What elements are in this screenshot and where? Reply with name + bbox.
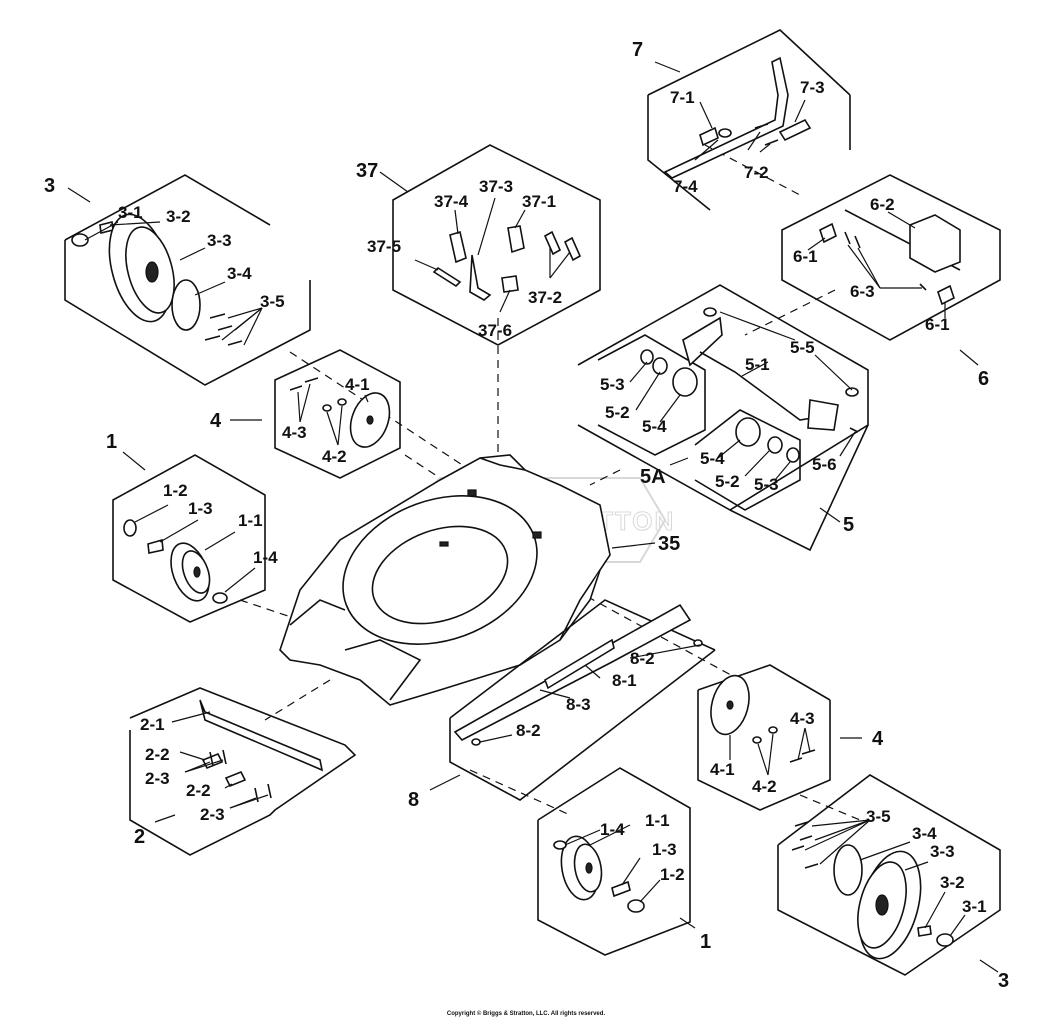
- group-8: [429, 599, 716, 801]
- label-2-3-a: 2-3: [145, 769, 170, 788]
- label-5-1: 5-1: [745, 355, 770, 374]
- label-4-left: 4: [210, 410, 222, 432]
- label-8: 8: [408, 789, 419, 811]
- group-1-right: [537, 767, 696, 956]
- group-4-left: [230, 349, 401, 479]
- label-37-1: 37-1: [522, 192, 556, 211]
- label-5-2-b: 5-2: [715, 472, 740, 491]
- copyright-notice: Copyright © Briggs & Stratton, LLC. All …: [446, 1011, 606, 1017]
- label-5-5: 5-5: [790, 338, 815, 357]
- label-5-4-a: 5-4: [642, 417, 667, 436]
- label-2: 2: [134, 826, 145, 848]
- label-7-1: 7-1: [670, 88, 695, 107]
- label-5-3-a: 5-3: [600, 375, 625, 394]
- label-3-3-top: 3-3: [207, 231, 232, 250]
- label-5: 5: [843, 514, 854, 536]
- label-1-2-right: 1-2: [660, 865, 685, 884]
- label-1-left: 1: [106, 431, 117, 453]
- group-6: [781, 174, 1001, 366]
- mower-deck: [279, 454, 656, 706]
- label-6-2: 6-2: [870, 195, 895, 214]
- group-4-right: [697, 664, 862, 811]
- label-4-3-right: 4-3: [790, 709, 815, 728]
- group-1-left: [112, 451, 266, 623]
- label-37: 37: [356, 160, 378, 182]
- group-5: [577, 284, 869, 552]
- label-2-3-b: 2-3: [200, 805, 225, 824]
- label-37-3: 37-3: [479, 177, 513, 196]
- label-5-3-b: 5-3: [754, 475, 779, 494]
- label-5A: 5A: [640, 466, 666, 488]
- label-3-2-top: 3-2: [166, 207, 191, 226]
- label-1-4-right: 1-4: [600, 820, 625, 839]
- callout-labels: 7 7-1 7-3 7-4 7-2 37 37-4 37-3 37-1 37-5…: [44, 39, 1009, 992]
- label-3-bottom: 3: [998, 970, 1009, 992]
- group-2: [129, 687, 357, 856]
- label-7-3: 7-3: [800, 78, 825, 97]
- label-6-1-b: 6-1: [925, 315, 950, 334]
- label-5-6: 5-6: [812, 455, 837, 474]
- group-7: [647, 29, 851, 211]
- label-8-2-b: 8-2: [516, 721, 541, 740]
- label-4-1-left: 4-1: [345, 375, 370, 394]
- label-5-2-a: 5-2: [605, 403, 630, 422]
- label-8-2-a: 8-2: [630, 649, 655, 668]
- label-1-4-left: 1-4: [253, 548, 278, 567]
- label-3-5-top: 3-5: [260, 292, 285, 311]
- group-3-top: [64, 174, 311, 386]
- label-4-3-left: 4-3: [282, 423, 307, 442]
- label-3-2-bottom: 3-2: [940, 873, 965, 892]
- label-37-4: 37-4: [434, 192, 469, 211]
- label-1-3-right: 1-3: [652, 840, 677, 859]
- label-7-4: 7-4: [673, 177, 698, 196]
- label-3-4-top: 3-4: [227, 264, 252, 283]
- label-2-2-a: 2-2: [145, 745, 170, 764]
- label-4-1-right: 4-1: [710, 760, 735, 779]
- label-4-2-right: 4-2: [752, 777, 777, 796]
- group-3-bottom: [777, 774, 1001, 976]
- label-3-4-bottom: 3-4: [912, 824, 937, 843]
- label-3-3-bottom: 3-3: [930, 842, 955, 861]
- label-2-2-b: 2-2: [186, 781, 211, 800]
- label-2-1: 2-1: [140, 715, 165, 734]
- label-6: 6: [978, 368, 989, 390]
- label-5-4-b: 5-4: [700, 449, 725, 468]
- label-4-right: 4: [872, 728, 884, 750]
- label-1-right: 1: [700, 931, 711, 953]
- label-4-2-left: 4-2: [322, 447, 347, 466]
- label-3-5-bottom: 3-5: [866, 807, 891, 826]
- label-1-2-left: 1-2: [163, 481, 188, 500]
- label-8-3: 8-3: [566, 695, 591, 714]
- label-1-1-left: 1-1: [238, 511, 263, 530]
- label-37-5: 37-5: [367, 237, 401, 256]
- label-8-1: 8-1: [612, 671, 637, 690]
- label-6-1-a: 6-1: [793, 247, 818, 266]
- label-37-2: 37-2: [528, 288, 562, 307]
- label-3-1-bottom: 3-1: [962, 897, 987, 916]
- label-3-top: 3: [44, 175, 55, 197]
- label-37-6: 37-6: [478, 321, 512, 340]
- label-35: 35: [658, 533, 680, 555]
- group-37: [379, 144, 601, 346]
- label-1-3-left: 1-3: [188, 499, 213, 518]
- label-6-3: 6-3: [850, 282, 875, 301]
- label-1-1-right: 1-1: [645, 811, 670, 830]
- label-7: 7: [632, 39, 643, 61]
- label-3-1-top: 3-1: [118, 203, 143, 222]
- label-7-2: 7-2: [744, 163, 769, 182]
